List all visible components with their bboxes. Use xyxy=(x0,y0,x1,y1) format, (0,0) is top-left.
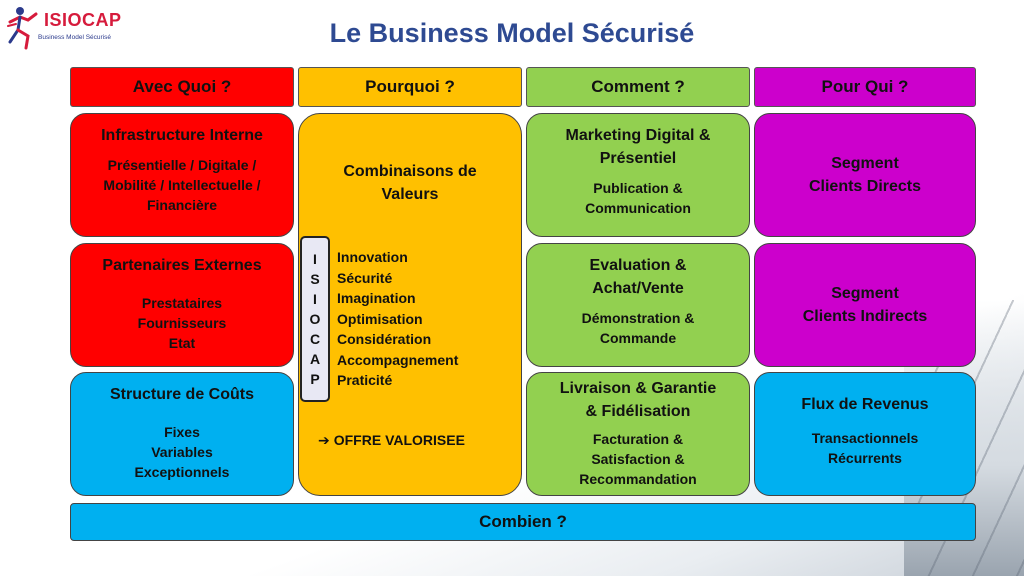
detail-line: Financière xyxy=(146,197,217,213)
detail-line: Démonstration & xyxy=(581,310,695,326)
detail-line: Fournisseurs xyxy=(137,315,227,331)
detail-line: Mobilité / Intellectuelle / xyxy=(103,177,261,193)
value-item: Innovation xyxy=(337,249,408,265)
box-segment-clients-indirects: Segment Clients Indirects xyxy=(754,243,976,367)
title-line: Combinaisons de xyxy=(343,163,477,180)
box-title: Infrastructure Interne xyxy=(101,127,263,144)
vertical-letter: S xyxy=(310,271,320,287)
title-line: Achat/Vente xyxy=(592,280,684,297)
box-details: Facturation & Satisfaction & Recommandat… xyxy=(579,429,696,489)
value-item: Considération xyxy=(337,331,432,347)
isiocap-logo: ISIOCAP Business Model Sécurisé xyxy=(6,4,126,52)
value-item: Sécurité xyxy=(337,269,393,286)
detail-line: Facturation & xyxy=(592,431,684,447)
value-item: Imagination xyxy=(337,290,416,306)
vertical-letter: P xyxy=(310,371,320,387)
detail-line: Commande xyxy=(599,330,677,346)
detail-line: Récurrents xyxy=(828,450,902,466)
box-flux-de-revenus: Flux de Revenus Transactionnels Récurren… xyxy=(754,372,976,496)
box-title: Flux de Revenus xyxy=(801,396,929,413)
detail-line: Variables xyxy=(151,444,213,460)
box-details: Présentielle / Digitale / Mobilité / Int… xyxy=(103,155,260,215)
box-evaluation-achat-vente: Evaluation & Achat/Vente Démonstration &… xyxy=(526,243,750,367)
header-pourquoi: Pourquoi ? xyxy=(298,67,522,107)
arrow-right-icon: ➔ xyxy=(318,433,330,449)
box-structure-de-couts: Structure de Coûts Fixes Variables Excep… xyxy=(70,372,294,496)
offre-valorisee: ➔OFFRE VALORISEE xyxy=(318,432,465,449)
logo-name: ISIOCAP xyxy=(44,10,122,30)
vertical-letter: I xyxy=(313,291,317,307)
box-details: Prestataires Fournisseurs Etat xyxy=(138,293,227,353)
title-line: Segment xyxy=(831,155,899,172)
box-title: Evaluation & Achat/Vente xyxy=(590,254,687,300)
title-line: Présentiel xyxy=(599,150,677,167)
title-line: Valeurs xyxy=(381,186,439,203)
box-title: Livraison & Garantie & Fidélisation xyxy=(560,377,717,423)
detail-line: Fixes xyxy=(164,424,200,440)
box-title: Combinaisons de Valeurs xyxy=(343,160,476,206)
vertical-letter: O xyxy=(309,311,321,327)
box-title: Segment Clients Indirects xyxy=(803,282,927,328)
detail-line: Communication xyxy=(585,200,691,216)
value-item: Optimisation xyxy=(337,310,423,327)
detail-line: Etat xyxy=(168,335,196,351)
header-pour-qui: Pour Qui ? xyxy=(754,67,976,107)
title-line: Clients Directs xyxy=(808,178,922,195)
value-item: Accompagnement xyxy=(337,351,459,368)
title-line: & Fidélisation xyxy=(585,403,691,420)
offer-label: OFFRE VALORISEE xyxy=(333,432,465,448)
detail-line: Recommandation xyxy=(579,471,697,487)
box-partenaires-externes: Partenaires Externes Prestataires Fourni… xyxy=(70,243,294,367)
box-title: Structure de Coûts xyxy=(109,386,254,403)
detail-line: Exceptionnels xyxy=(134,464,230,480)
box-title: Segment Clients Directs xyxy=(809,152,921,198)
box-title: Marketing Digital & Présentiel xyxy=(566,124,711,170)
title-line: Segment xyxy=(831,285,899,302)
detail-line: Publication & xyxy=(593,180,683,196)
detail-line: Prestataires xyxy=(141,295,223,311)
box-segment-clients-directs: Segment Clients Directs xyxy=(754,113,976,237)
detail-line: Présentielle / Digitale / xyxy=(107,157,257,173)
vertical-letter: I xyxy=(313,251,317,267)
running-figure-icon xyxy=(7,7,38,50)
detail-line: Satisfaction & xyxy=(591,451,685,467)
box-marketing-digital: Marketing Digital & Présentiel Publicati… xyxy=(526,113,750,237)
vertical-letter: C xyxy=(309,331,321,347)
box-title: Partenaires Externes xyxy=(102,257,262,274)
box-details: Fixes Variables Exceptionnels xyxy=(135,422,230,482)
value-item: Praticité xyxy=(337,372,393,388)
box-combinaisons-de-valeurs: Combinaisons de Valeurs xyxy=(298,113,522,496)
isiocap-vertical-label: I S I O C A P xyxy=(300,236,330,402)
vertical-letter: A xyxy=(309,351,321,367)
title-line: Clients Indirects xyxy=(802,308,928,325)
box-details: Transactionnels Récurrents xyxy=(812,428,919,468)
detail-line: Transactionnels xyxy=(811,430,919,446)
box-livraison-garantie: Livraison & Garantie & Fidélisation Fact… xyxy=(526,372,750,496)
title-line: Evaluation & xyxy=(589,257,687,274)
values-list: Innovation Sécurité Imagination Optimisa… xyxy=(337,247,458,391)
logo-tagline: Business Model Sécurisé xyxy=(38,34,111,41)
title-line: Livraison & Garantie xyxy=(559,380,717,397)
footer-combien: Combien ? xyxy=(70,503,976,541)
box-details: Démonstration & Commande xyxy=(582,308,695,348)
page-title: Le Business Model Sécurisé xyxy=(329,18,695,48)
header-comment: Comment ? xyxy=(526,67,750,107)
title-line: Marketing Digital & xyxy=(565,127,711,144)
box-details: Publication & Communication xyxy=(585,178,691,218)
box-infrastructure-interne: Infrastructure Interne Présentielle / Di… xyxy=(70,113,294,237)
header-avec-quoi: Avec Quoi ? xyxy=(70,67,294,107)
